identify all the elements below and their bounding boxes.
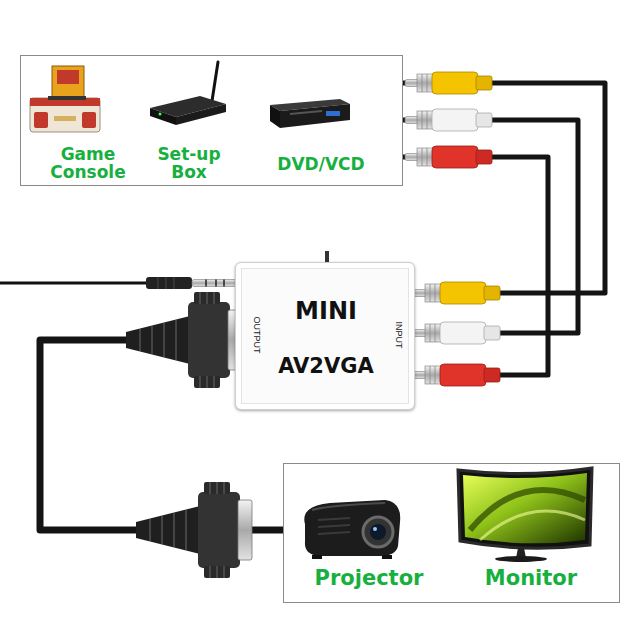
monitor — [458, 468, 592, 562]
device-label: Projector — [304, 567, 434, 589]
model-label: AV2VGA — [251, 355, 401, 377]
rca-cable — [403, 157, 548, 375]
display-panel: Projector Monitor — [283, 463, 620, 603]
rca-plug — [413, 282, 500, 304]
set-top-box — [150, 62, 226, 125]
port-label: OUTPUT — [251, 317, 260, 354]
rca-cable — [403, 120, 578, 333]
rca-plug — [405, 146, 492, 168]
device-label: Game Console — [42, 146, 134, 182]
device-label: Set-up Box — [148, 146, 230, 182]
device-label: Monitor — [475, 567, 587, 589]
device-label: DVD/VCD — [265, 156, 377, 174]
vga-plug — [136, 482, 252, 578]
rca-plug — [413, 364, 500, 386]
dvd-player — [270, 99, 350, 128]
converter-box: MINI AV2VGAOUTPUT INPUT — [235, 262, 415, 410]
port-label: INPUT — [393, 322, 402, 349]
brand-label: MINI — [251, 299, 401, 324]
audio-jack — [0, 277, 236, 289]
rca-plug — [405, 109, 492, 131]
game-console — [30, 66, 100, 132]
rca-plug — [405, 72, 492, 94]
rca-plug — [413, 322, 500, 344]
source-panel: Game Console Set-up Box DVD/VCD — [20, 55, 403, 186]
projector — [304, 500, 400, 559]
vga-plug — [126, 292, 242, 388]
rca-cable — [403, 83, 605, 293]
